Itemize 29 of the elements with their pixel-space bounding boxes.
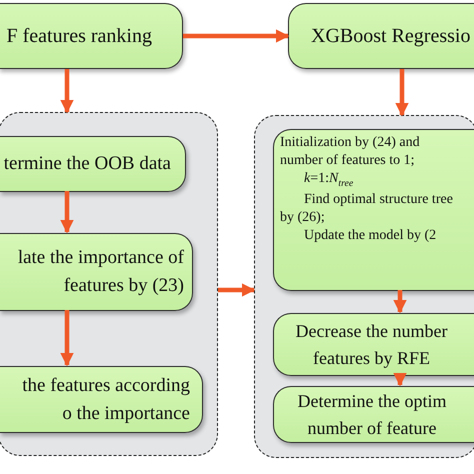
algorithm-step: Find optimal structure tree by (26); xyxy=(280,190,470,228)
algorithm-step: k=1:N$_{tree}$ xyxy=(280,170,354,191)
box-label: XGBoost Regressio xyxy=(311,24,470,48)
process-box xyxy=(0,3,183,69)
box-label: Decrease the number features by RFE xyxy=(294,320,448,370)
arrow xyxy=(218,283,256,297)
process-box xyxy=(0,366,203,433)
arrow xyxy=(393,290,407,314)
process-box xyxy=(288,3,474,69)
process-box xyxy=(273,386,474,443)
box-label: late the importance of features by (23) xyxy=(16,246,184,298)
process-box xyxy=(0,136,186,192)
process-box xyxy=(0,233,193,311)
algorithm-step: Initialization by (24) and number of features to 1; xyxy=(280,134,460,170)
process-box xyxy=(273,129,474,291)
arrow xyxy=(393,372,407,386)
arrow xyxy=(60,69,74,114)
process-box xyxy=(273,313,474,376)
arrow xyxy=(60,191,74,234)
box-label: Determine the optim number of feature xyxy=(296,390,448,440)
arrow xyxy=(60,310,74,366)
arrow xyxy=(395,69,409,116)
dashed-group-panel xyxy=(254,115,474,458)
dashed-group-panel xyxy=(0,112,218,456)
box-label: F features ranking xyxy=(6,24,152,48)
arrow xyxy=(183,29,290,43)
box-label: termine the OOB data xyxy=(4,152,171,176)
algorithm-step: Update the model by (2 xyxy=(280,227,436,246)
box-label: the features according o the importance xyxy=(21,374,190,426)
